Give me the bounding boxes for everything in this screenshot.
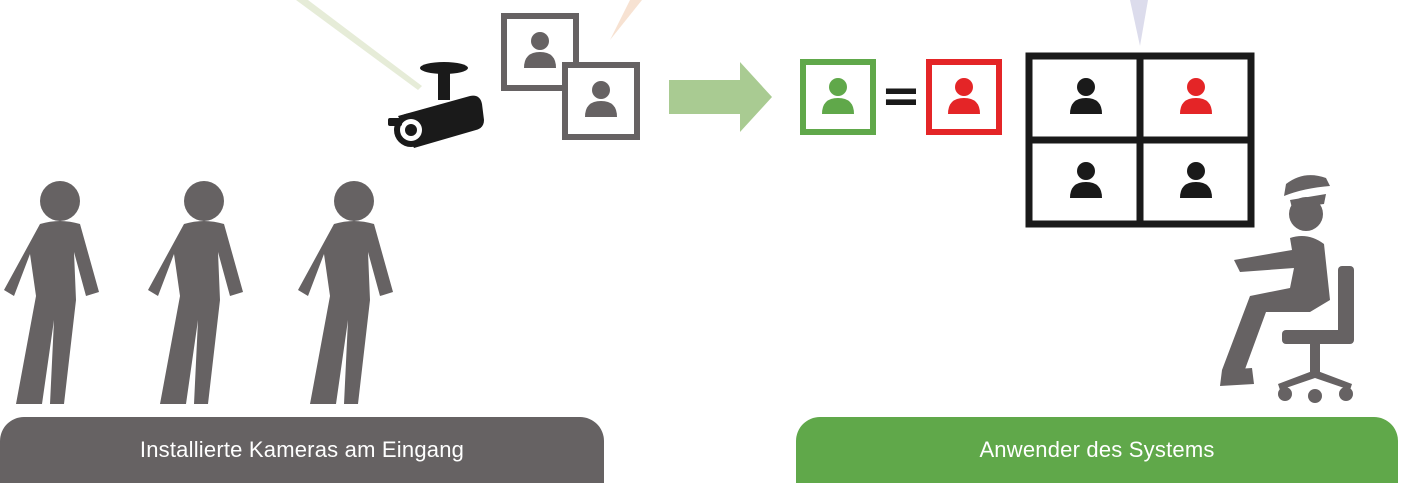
- security-camera-icon: [388, 62, 484, 148]
- monitor-grid-icon: [1025, 52, 1255, 228]
- office-chair-icon: [1278, 266, 1354, 403]
- walking-person-icon: [298, 181, 393, 404]
- watchlist-face-icon: [926, 59, 1002, 135]
- security-guard-icon: [1220, 175, 1330, 386]
- face-snapshot-icon: [562, 62, 640, 140]
- walking-person-icon: [4, 181, 99, 404]
- entrance-cameras-label: Installierte Kameras am Eingang: [0, 417, 604, 483]
- equals-sign: =: [881, 68, 921, 124]
- walking-person-icon: [148, 181, 243, 404]
- light-beam-purple: [1130, 0, 1148, 46]
- system-users-label: Anwender des Systems: [796, 417, 1398, 483]
- arrow-right-icon: [669, 62, 772, 132]
- light-beam-left: [296, 0, 422, 90]
- light-beam-orange: [610, 0, 642, 40]
- matched-face-icon: [800, 59, 876, 135]
